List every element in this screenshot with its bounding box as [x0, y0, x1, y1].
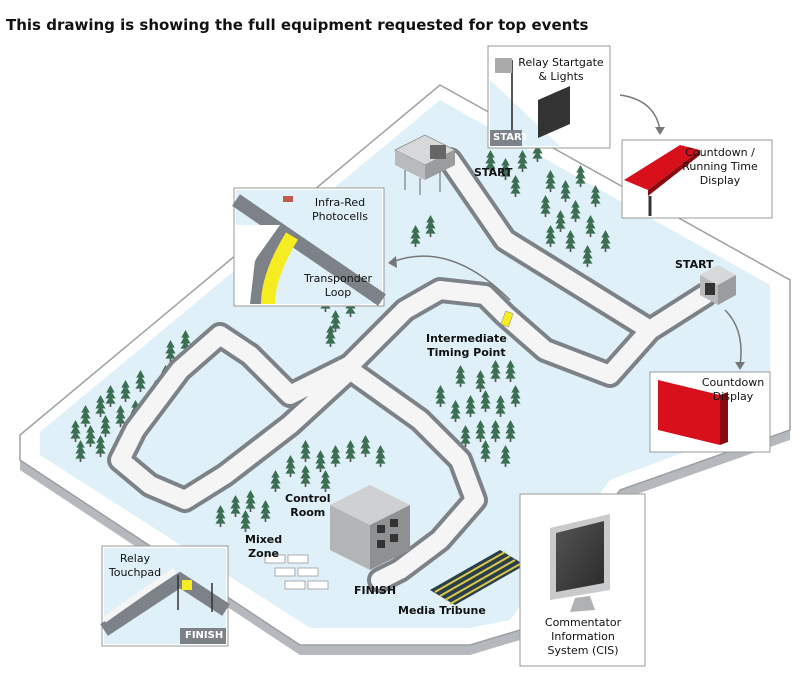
label-media-tribune: Media Tribune: [398, 604, 486, 617]
label-mixed-zone: Mixed Zone: [245, 533, 283, 560]
callout-cis-text: Commentator Information System (CIS): [544, 616, 622, 657]
connector-arrows: [391, 94, 742, 366]
diagram-title: This drawing is showing the full equipme…: [6, 16, 589, 34]
label-start-top: START: [474, 166, 513, 179]
callout-infrared-text: Infra-Red Photocells: [311, 196, 369, 223]
callout-relay-startgate-text: Relay Startgate & Lights: [518, 56, 604, 83]
callout-relay-touchpad: [100, 545, 230, 647]
label-finish: FINISH: [354, 584, 397, 597]
callout-infrared-photocells: [232, 187, 386, 307]
callout-cis: [519, 493, 646, 667]
callout-countdown-running: [621, 139, 773, 219]
callout-countdown-running-text: Countdown / Running Time Display: [682, 146, 758, 187]
callout-relay-startgate: [487, 45, 611, 149]
intermediate-loop-marker: [500, 310, 514, 328]
mixed-zone-barriers: [264, 554, 329, 590]
label-intermediate-timing: Intermediate Timing Point: [426, 332, 507, 359]
start-building-right: [700, 265, 736, 305]
start-building-top: [394, 134, 456, 195]
label-control-room: Control Room: [285, 492, 331, 519]
callout-transponder-text: Transponder Loop: [303, 272, 373, 299]
ski-track: [107, 147, 718, 593]
label-start-right: START: [675, 258, 714, 271]
media-tribune-seats: [430, 550, 525, 605]
callout-countdown-display-text: Countdown Display: [701, 376, 765, 403]
callout-countdown-display: [649, 371, 771, 453]
callout-relay-touchpad-badge: FINISH: [185, 630, 224, 641]
callout-relay-touchpad-text: Relay Touchpad: [108, 552, 162, 579]
control-room-building: [330, 485, 410, 570]
callout-relay-startgate-badge: START: [493, 132, 529, 143]
arrowheads: [388, 127, 745, 370]
